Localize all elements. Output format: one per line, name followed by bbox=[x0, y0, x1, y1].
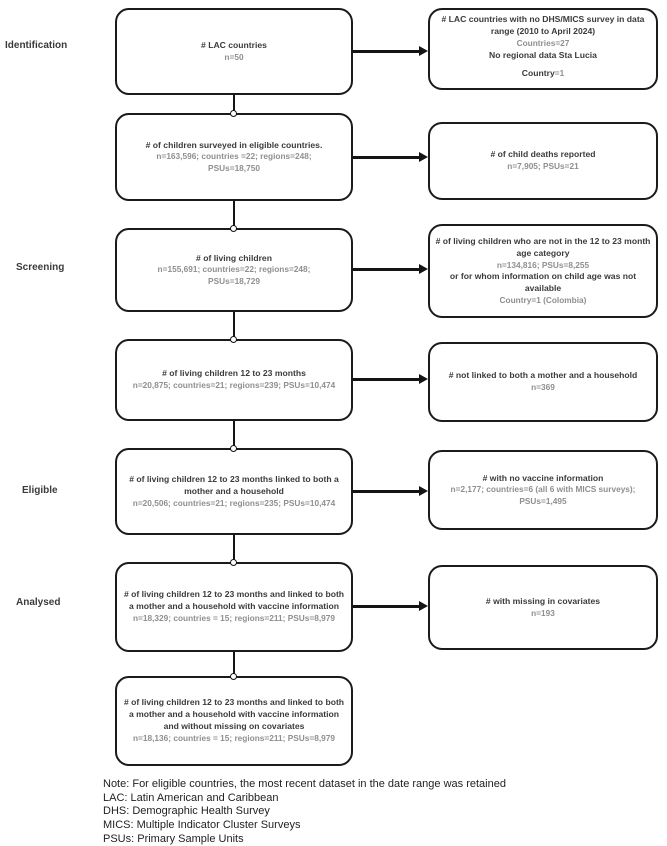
country-value: =1 bbox=[554, 68, 565, 79]
box-title: # of children surveyed in eligible count… bbox=[145, 139, 323, 150]
box-missing-covariates: # with missing in covariates n=193 bbox=[428, 565, 658, 650]
box-title: # of living children bbox=[196, 252, 272, 263]
box-stats: n=50 bbox=[224, 51, 244, 62]
connector-dot-5 bbox=[230, 559, 237, 566]
box-subtitle: No regional data Sta Lucia bbox=[489, 49, 597, 60]
arrow-right-2 bbox=[353, 152, 428, 161]
box-title: # with missing in covariates bbox=[485, 595, 601, 606]
box-linked-mother-household: # of living children 12 to 23 months lin… bbox=[115, 448, 353, 535]
box-stats: n=134,816; PSUs=8,255 bbox=[496, 259, 590, 270]
box-with-vaccine-information: # of living children 12 to 23 months and… bbox=[115, 562, 353, 652]
box-title: # LAC countries with no DHS/MICS survey … bbox=[441, 14, 645, 37]
box-lac-countries: # LAC countries n=50 bbox=[115, 8, 353, 95]
box-title: # LAC countries bbox=[201, 39, 267, 50]
box-stats: n=18,329; countries = 15; regions=211; P… bbox=[132, 613, 335, 624]
box-stats: n=193 bbox=[531, 607, 555, 618]
footnotes: Note: For eligible countries, the most r… bbox=[103, 778, 506, 846]
arrow-right-1 bbox=[353, 46, 428, 55]
box-no-vaccine-information: # with no vaccine information n=2,177; c… bbox=[428, 450, 658, 530]
country-label: Country bbox=[521, 68, 555, 79]
stage-label-analysed: Analysed bbox=[16, 597, 61, 608]
box-title: # not linked to both a mother and a hous… bbox=[448, 370, 638, 381]
connector-down-2 bbox=[233, 201, 235, 228]
box-title: # of living children who are not in the … bbox=[435, 235, 651, 258]
box-title: # of child deaths reported bbox=[490, 149, 596, 160]
connector-dot-2 bbox=[230, 225, 237, 232]
box-stats: n=163,596; countries =22; regions=248; bbox=[156, 151, 312, 162]
box-stats: Country=1 bbox=[522, 61, 564, 83]
note-line: LAC: Latin American and Caribbean bbox=[103, 791, 279, 804]
box-children-surveyed: # of children surveyed in eligible count… bbox=[115, 113, 353, 201]
box-stats: Country=1 (Colombia) bbox=[499, 294, 587, 305]
arrow-right-4 bbox=[353, 374, 428, 383]
connector-down-1 bbox=[233, 95, 235, 113]
note-line: Note: For eligible countries, the most r… bbox=[103, 778, 506, 790]
connector-dot-1 bbox=[230, 110, 237, 117]
box-stats: n=2,177; countries=6 (all 6 with MICS su… bbox=[450, 484, 636, 495]
stage-label-eligible: Eligible bbox=[22, 485, 58, 496]
note-line: DHS: Demographic Health Survey bbox=[103, 805, 270, 818]
connector-dot-4 bbox=[230, 445, 237, 452]
box-stats: n=369 bbox=[531, 382, 555, 393]
box-stats: n=20,875; countries=21; regions=239; PSU… bbox=[132, 380, 336, 391]
box-not-in-age-category: # of living children who are not in the … bbox=[428, 224, 658, 318]
box-stats: n=18,136; countries = 15; regions=211; P… bbox=[132, 733, 335, 744]
box-living-children: # of living children n=155,691; countrie… bbox=[115, 228, 353, 312]
connector-down-5 bbox=[233, 535, 235, 562]
box-stats: n=20,506; countries=21; regions=235; PSU… bbox=[132, 497, 336, 508]
box-stats: PSUs=18,729 bbox=[208, 275, 260, 286]
box-title: # of living children 12 to 23 months lin… bbox=[129, 473, 339, 496]
box-title: # of living children 12 to 23 months and… bbox=[123, 589, 345, 612]
connector-down-6 bbox=[233, 652, 235, 676]
box-children-12-23-months: # of living children 12 to 23 months n=2… bbox=[115, 339, 353, 421]
connector-down-3 bbox=[233, 312, 235, 339]
box-title: # of living children 12 to 23 months and… bbox=[123, 697, 345, 732]
box-stats: PSUs=1,495 bbox=[519, 495, 567, 506]
note-line: MICS: Multiple Indicator Cluster Surveys bbox=[103, 818, 301, 831]
stage-label-screening: Screening bbox=[16, 262, 65, 273]
box-title: # of living children 12 to 23 months bbox=[162, 368, 306, 379]
box-no-dhs-mics-survey: # LAC countries with no DHS/MICS survey … bbox=[428, 8, 658, 90]
box-child-deaths: # of child deaths reported n=7,905; PSUs… bbox=[428, 122, 658, 200]
box-title: # with no vaccine information bbox=[482, 472, 604, 483]
note-line: PSUs: Primary Sample Units bbox=[103, 832, 244, 845]
arrow-right-3 bbox=[353, 264, 428, 273]
box-stats: PSUs=18,750 bbox=[208, 162, 260, 173]
box-stats: n=155,691; countries=22; regions=248; bbox=[157, 264, 311, 275]
box-not-linked: # not linked to both a mother and a hous… bbox=[428, 342, 658, 422]
stage-label-identification: Identification bbox=[5, 40, 68, 51]
connector-down-4 bbox=[233, 421, 235, 448]
box-stats: Countries=27 bbox=[516, 38, 570, 49]
box-subtitle: or for whom information on child age was… bbox=[449, 271, 637, 293]
box-final-analysed: # of living children 12 to 23 months and… bbox=[115, 676, 353, 766]
connector-dot-6 bbox=[230, 673, 237, 680]
connector-dot-3 bbox=[230, 336, 237, 343]
arrow-right-5 bbox=[353, 486, 428, 495]
arrow-right-6 bbox=[353, 601, 428, 610]
box-stats: n=7,905; PSUs=21 bbox=[507, 161, 579, 172]
